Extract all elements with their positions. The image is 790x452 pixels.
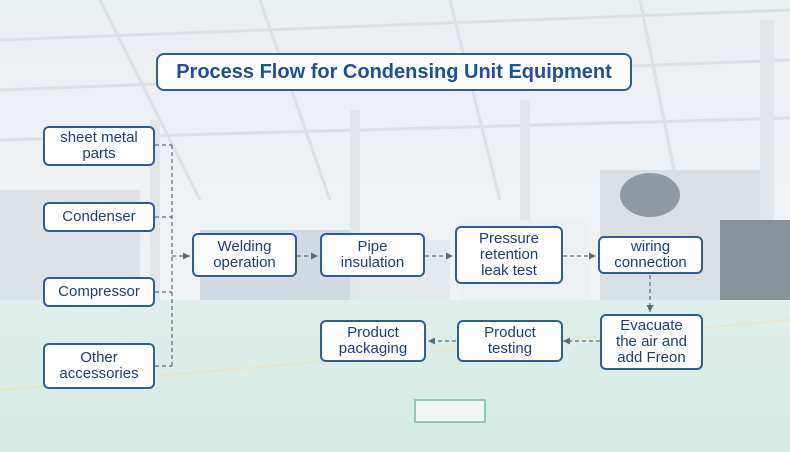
input-label: Compressor xyxy=(58,283,140,300)
input-sheet-metal-parts: sheet metal parts xyxy=(43,126,155,166)
step-label: Product testing xyxy=(484,324,536,357)
step-wiring-connection: wiring connection xyxy=(598,236,703,274)
step-pressure-leak-test: Pressure retention leak test xyxy=(455,226,563,284)
step-product-packaging: Product packaging xyxy=(320,320,426,362)
input-label: Other accessories xyxy=(59,349,139,382)
step-label: Product packaging xyxy=(338,324,408,357)
step-label: Welding operation xyxy=(213,238,276,271)
input-compressor: Compressor xyxy=(43,277,155,307)
input-label: Condenser xyxy=(62,208,136,225)
input-label: sheet metal parts xyxy=(60,129,138,162)
input-other-accessories: Other accessories xyxy=(43,343,155,389)
diagram-title-text: Process Flow for Condensing Unit Equipme… xyxy=(176,60,612,83)
step-welding-operation: Welding operation xyxy=(192,233,297,277)
step-label: wiring connection xyxy=(614,238,687,271)
step-label: Evacuate the air and add Freon xyxy=(616,317,687,366)
step-pipe-insulation: Pipe insulation xyxy=(320,233,425,277)
step-evacuate-add-freon: Evacuate the air and add Freon xyxy=(600,314,703,370)
step-label: Pressure retention leak test xyxy=(478,230,540,279)
step-label: Pipe insulation xyxy=(340,238,405,271)
input-condenser: Condenser xyxy=(43,202,155,232)
step-product-testing: Product testing xyxy=(457,320,563,362)
diagram-title: Process Flow for Condensing Unit Equipme… xyxy=(156,53,632,91)
